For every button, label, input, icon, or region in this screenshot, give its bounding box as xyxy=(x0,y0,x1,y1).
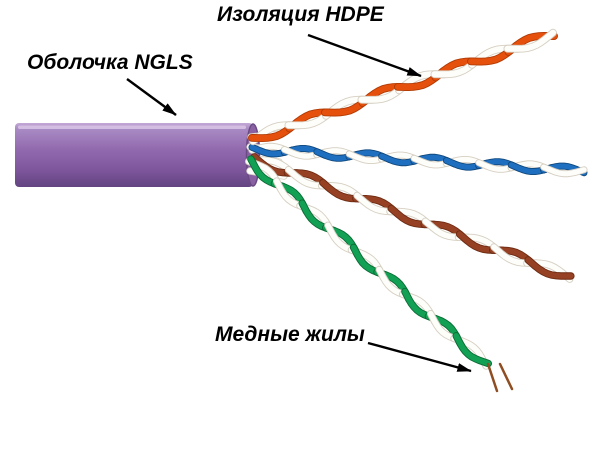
blue-pair xyxy=(248,142,588,178)
arrow-insulation xyxy=(307,33,422,78)
arrow-conductors xyxy=(367,341,472,373)
annotation-arrows xyxy=(126,33,472,373)
label-copper-conductors: Медные жилы xyxy=(215,323,365,346)
brown-pair xyxy=(249,153,575,283)
orange-pair xyxy=(248,28,558,146)
label-insulation-hdpe: Изоляция HDPE xyxy=(217,3,384,26)
label-jacket-ngls: Оболочка NGLS xyxy=(27,51,193,74)
green-pair xyxy=(245,155,492,370)
copper-conductor-tips xyxy=(486,362,514,393)
cable-jacket xyxy=(15,123,261,187)
arrow-jacket xyxy=(126,78,177,116)
